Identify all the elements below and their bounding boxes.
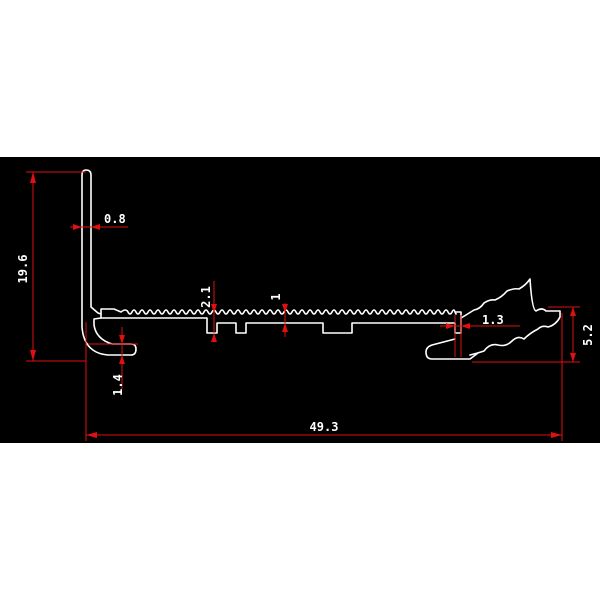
cad-drawing-panel: 19.6 0.8 1.4 2.1 1 xyxy=(0,157,600,443)
profile-vertical-leg xyxy=(81,169,137,356)
dimension-label-19-6: 19.6 xyxy=(16,255,30,284)
dimension-plate-thickness: 1 xyxy=(269,293,288,337)
dimension-label-5-2: 5.2 xyxy=(581,324,595,346)
profile-right-lip xyxy=(425,338,479,360)
dimension-overall-width: 49.3 xyxy=(85,313,563,441)
dimension-label-0-8: 0.8 xyxy=(104,212,126,226)
dimension-rib-height: 2.1 xyxy=(199,281,217,342)
dimension-height-left: 19.6 xyxy=(16,171,86,362)
dimension-label-49-3: 49.3 xyxy=(310,420,339,434)
dimension-label-1-4: 1.4 xyxy=(111,374,125,396)
dimension-label-1-3: 1.3 xyxy=(482,313,504,327)
profile-drawing: 19.6 0.8 1.4 2.1 1 xyxy=(16,169,595,441)
dimension-wall-thickness: 0.8 xyxy=(70,212,128,230)
profile-top-plate xyxy=(100,308,462,319)
dimension-lip-thickness: 1.4 xyxy=(88,327,138,396)
dimension-label-1: 1 xyxy=(269,293,283,300)
dimension-right-step: 1.3 xyxy=(440,313,520,357)
profile-underside xyxy=(100,317,462,334)
extrusion-profile xyxy=(81,169,561,360)
dimension-label-2-1: 2.1 xyxy=(199,286,213,308)
profile-right-wave xyxy=(460,278,561,356)
